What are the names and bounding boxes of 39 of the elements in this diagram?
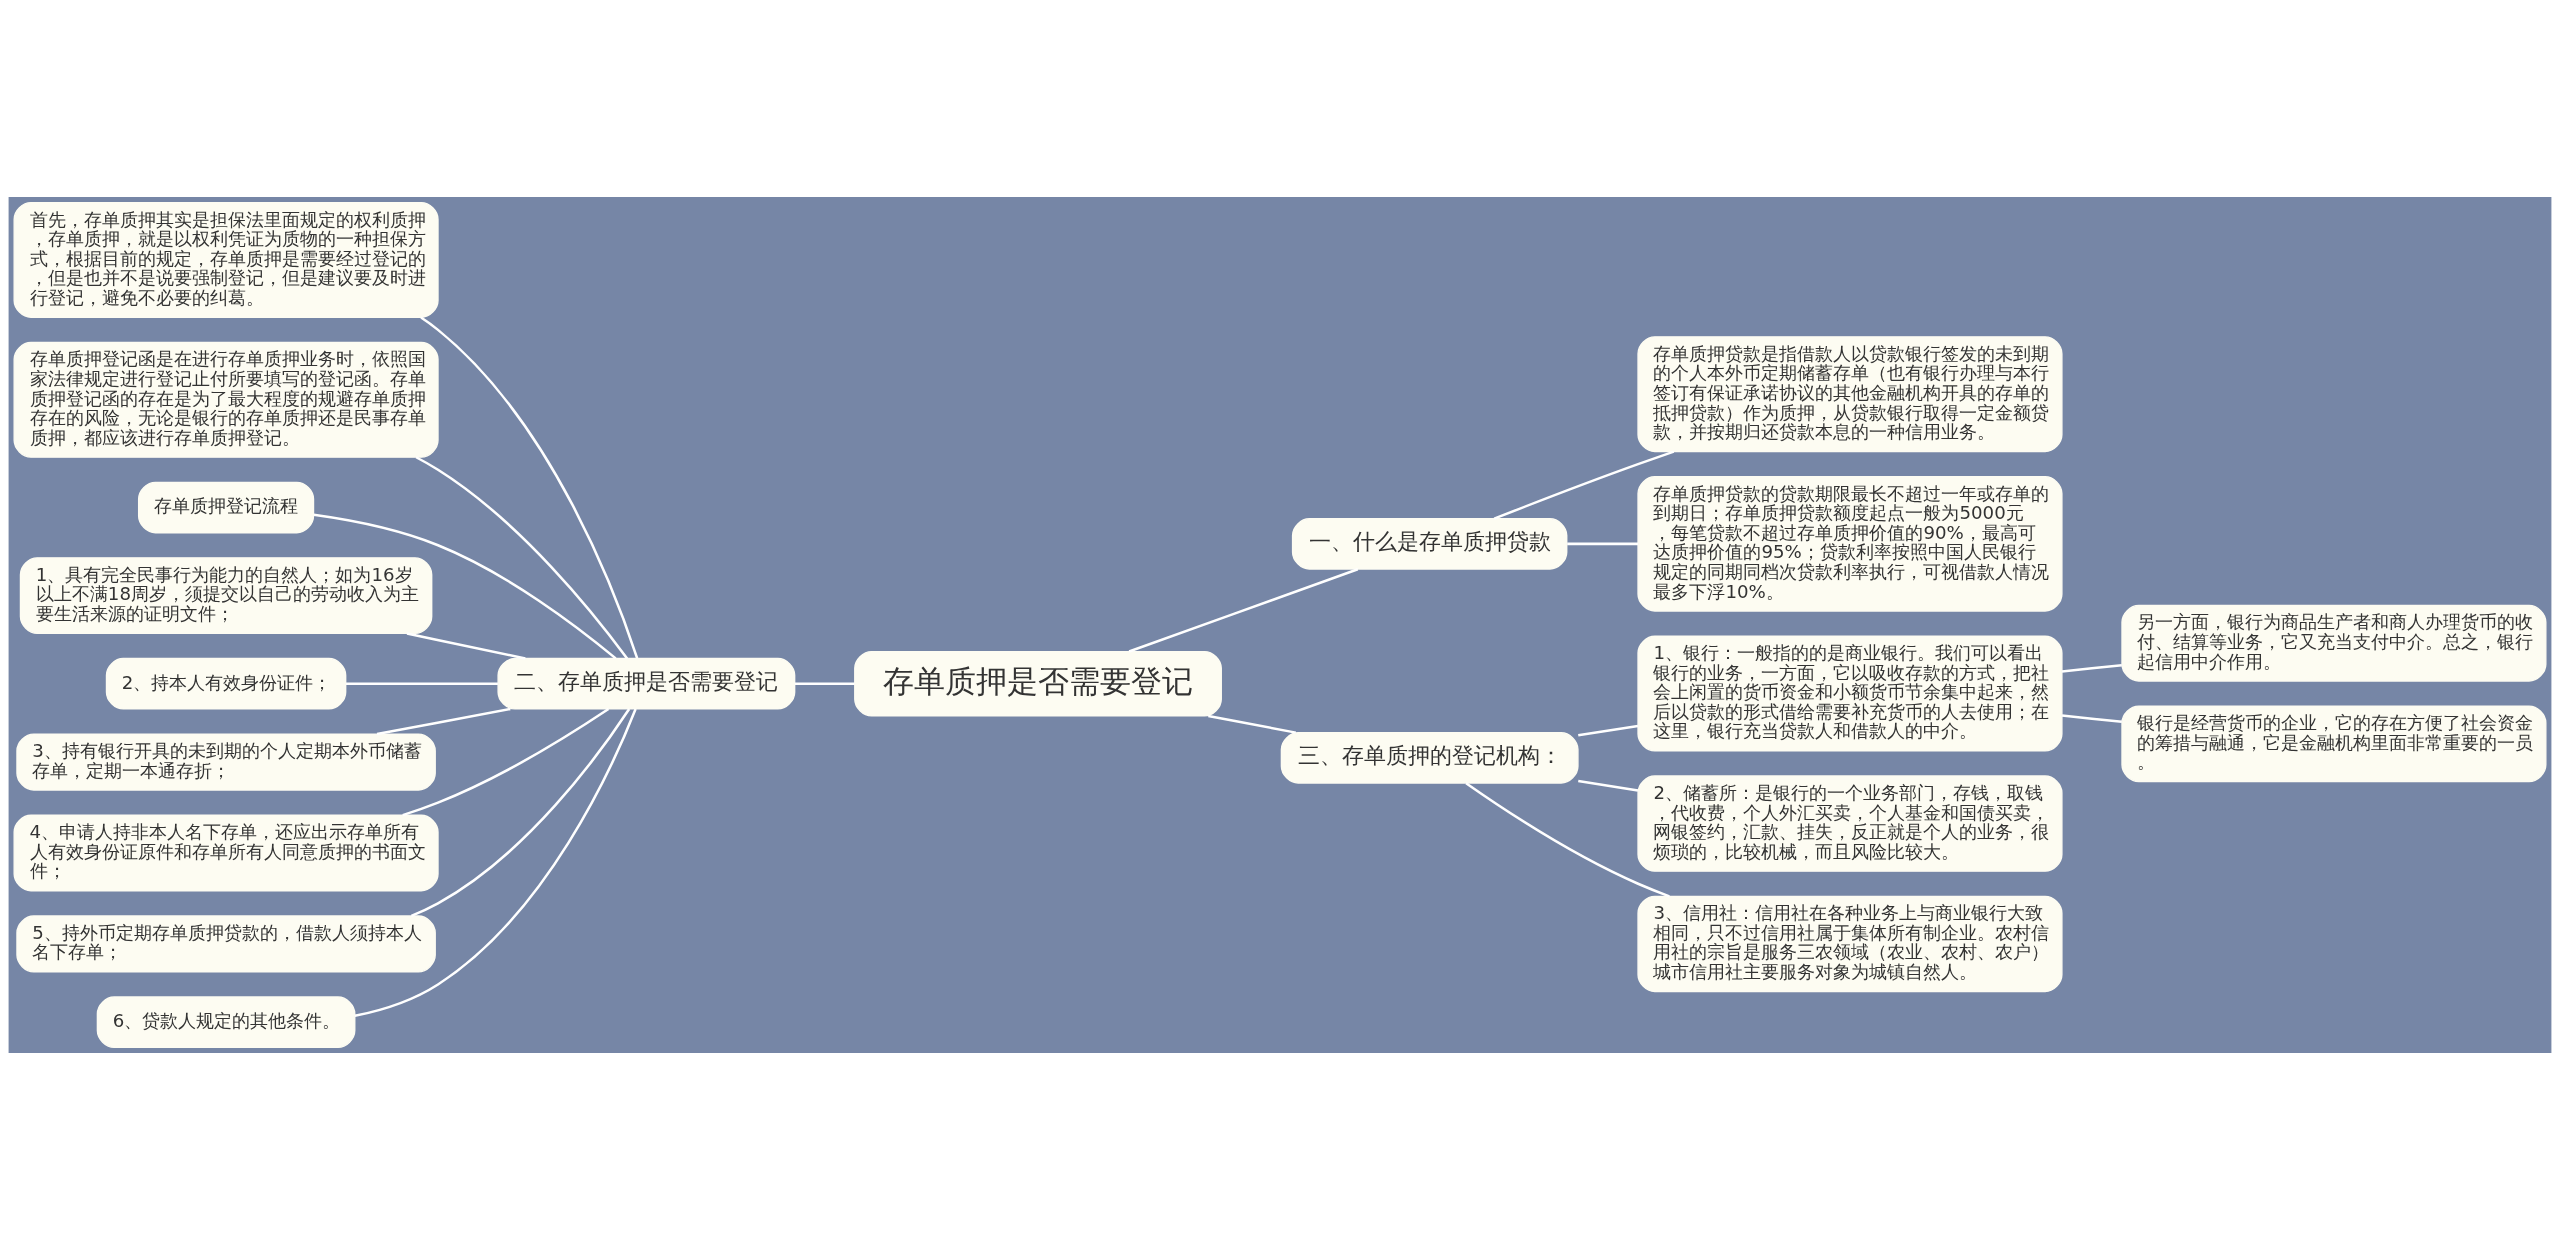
- node-box: 1、具有完全民事行为能力的自然人；如为16岁以上不满18周岁，须提交以自己的劳动收入为主要生活来源的证明文件；: [19, 556, 433, 634]
- connector: [1578, 779, 1639, 792]
- node-box: 二、存单质押是否需要登记: [497, 657, 796, 710]
- connector: [1567, 542, 1638, 545]
- node-box: 2、储蓄所：是银行的一个业务部门，存钱，取钱，代收费，个人外汇买卖，个人基金和国债买卖，网银签约，汇款、挂失，反正就是个人的业务，很烦琐的，比较机械，而且风险比较大。: [1637, 774, 2063, 872]
- connector: [1128, 567, 1359, 653]
- connector: [402, 707, 610, 816]
- connector: [1578, 724, 1639, 736]
- node-box: 4、申请人持非本人名下存单，还应出示存单所有人有效身份证原件和存单所有人同意质押的书面文件；: [13, 814, 439, 891]
- connector: [794, 682, 855, 685]
- node-box: 另一方面，银行为商品生产者和商人办理货币的收付、结算等业务，它又充当支付中介。总之，银行起信用中介作用。: [2121, 604, 2547, 682]
- node-box: 首先，存单质押其实是担保法里面规定的权利质押，存单质押，就是以权利凭证为质物的一种担保方式，根据目前的规定，存单质押是需要经过登记的，但是也并不是说要强制登记，但是建议要及时进行登记，避免不必要的纠葛。: [13, 201, 439, 318]
- node-box: 一、什么是存单质押贷款: [1291, 517, 1568, 570]
- node-box: 3、持有银行开具的未到期的个人定期本外币储蓄存单，定期一本通存折；: [16, 732, 436, 791]
- connector: [2061, 663, 2122, 673]
- connector: [406, 631, 526, 660]
- node-box: 5、持外币定期存单质押贷款的，借款人须持本人名下存单；: [16, 914, 436, 973]
- connector: [410, 707, 631, 917]
- connector: [1208, 714, 1297, 734]
- node-box: 银行是经营货币的企业，它的存在方便了社会资金的筹措与融通，它是金融机构里面非常重要的一员。: [2121, 704, 2547, 782]
- node-box: 6、贷款人规定的其他条件。: [96, 995, 356, 1048]
- connector: [313, 513, 617, 659]
- connector: [420, 316, 639, 659]
- connector: [1465, 781, 1670, 897]
- node-box: 1、银行：一般指的的是商业银行。我们可以看出银行的业务，一方面，它以吸收存款的方式，把社会上闲置的货币资金和小额货币节余集中起来，然后以贷款的形式借给需要补充货币的人去使用；在这里，银行充当贷款人和借款人的中介。: [1637, 635, 2063, 752]
- connector: [2061, 713, 2122, 723]
- node-box: 3、信用社：信用社在各种业务上与商业银行大致相同，只不过信用社属于集体所有制企业。农村信用社的宗旨是服务三农领域（农业、农村、农户）城市信用社主要服务对象为城镇自然人。: [1637, 895, 2063, 992]
- node-box: 存单质押登记流程: [137, 481, 315, 533]
- connector: [415, 455, 629, 659]
- connector: [354, 708, 637, 1017]
- node-box: 存单质押贷款的贷款期限最长不超过一年或存单的到期日；存单质押贷款额度起点一般为5000元，每笔贷款不超过存单质押价值的90%，最高可达质押价值的95%；贷款利率按照中国人民银行规定的同期同档次贷款利率执行，可视借款人情况最多下浮10%。: [1637, 475, 2063, 612]
- connector: [346, 682, 498, 685]
- node-box: 存单质押贷款是指借款人以贷款银行签发的未到期的个人本外币定期储蓄存单（也有银行办理与本行签订有保证承诺协议的其他金融机构开具的存单的抵押贷款）作为质押，从贷款银行取得一定金额贷款，并按期归还贷款本息的一种信用业务。: [1637, 335, 2063, 452]
- node-box: 存单质押是否需要登记: [854, 650, 1222, 717]
- node-box: 三、存单质押的登记机构：: [1280, 731, 1579, 784]
- connector: [376, 707, 511, 735]
- node-box: 2、持本人有效身份证件；: [105, 657, 347, 710]
- connector: [1493, 449, 1675, 520]
- node-box: 存单质押登记函是在进行存单质押业务时，依照国家法律规定进行登记止付所要填写的登记函。存单质押登记函的存在是为了最大程度的规避存单质押存在的风险，无论是银行的存单质押还是民事存单质押，都应该进行存单质押登记。: [13, 341, 439, 458]
